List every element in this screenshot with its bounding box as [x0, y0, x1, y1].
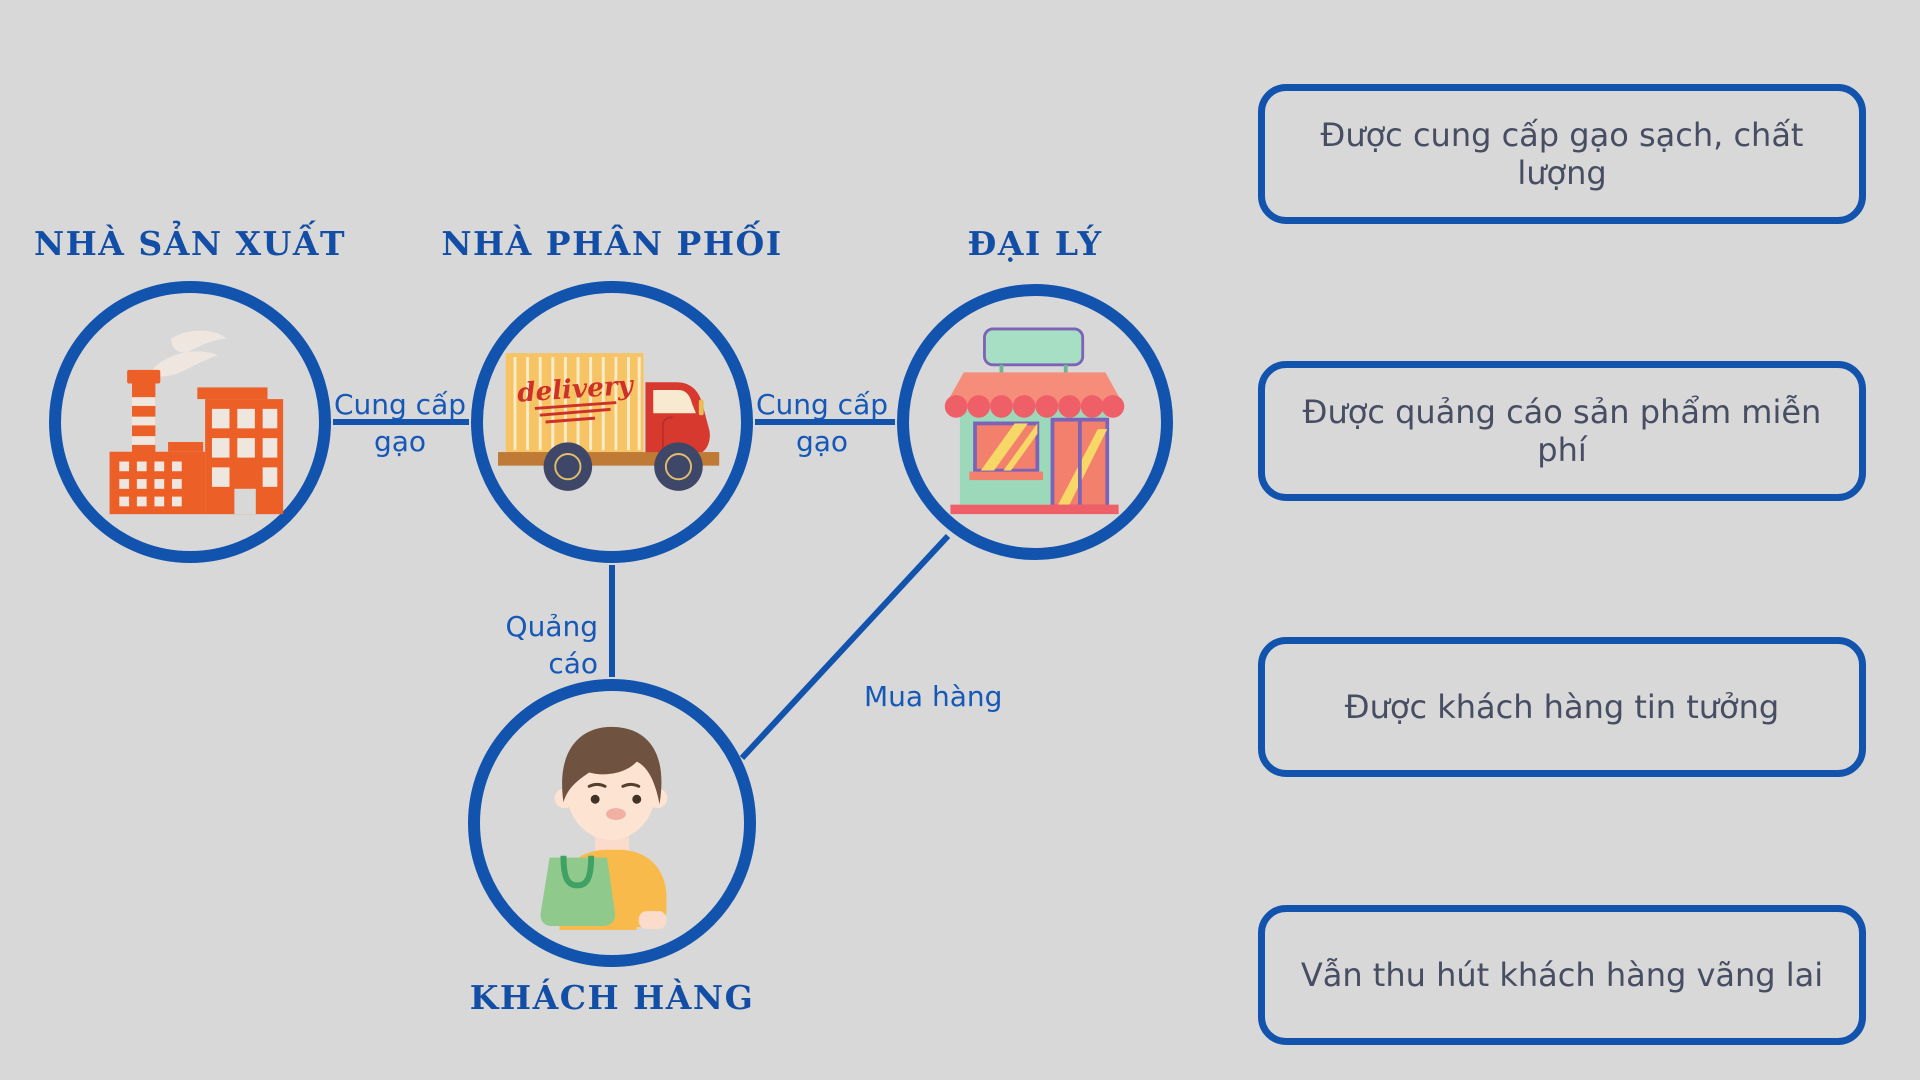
benefit-card-1: Được cung cấp gạo sạch, chất lượng	[1258, 84, 1866, 224]
benefit-card-text: Vẫn thu hút khách hàng vãng lai	[1300, 956, 1824, 994]
node-title-manufacturer: NHÀ SẢN XUẤT	[33, 224, 347, 263]
store-icon	[944, 327, 1125, 515]
edge-label-line1: Cung cấp	[755, 388, 889, 421]
customer-icon	[540, 726, 668, 930]
node-title-agent: ĐẠI LÝ	[967, 224, 1103, 263]
edge-label-line2: gạo	[795, 425, 849, 458]
benefit-card-text: Được khách hàng tin tưởng	[1344, 688, 1780, 726]
node-customer	[468, 679, 756, 967]
edge-label-line1: Cung cấp	[333, 388, 467, 421]
node-manufacturer	[49, 281, 331, 563]
benefit-card-2: Được quảng cáo sản phẩm miễn phí	[1258, 361, 1866, 501]
benefit-card-3: Được khách hàng tin tưởng	[1258, 637, 1866, 777]
edge-label-line2: gạo	[373, 425, 427, 458]
delivery-truck-icon: delivery	[498, 353, 720, 491]
node-distributor: delivery	[471, 281, 753, 563]
benefit-card-text: Được quảng cáo sản phẩm miễn phí	[1302, 393, 1822, 469]
edge-label-supply-rice-1: Cung cấp gạo	[290, 386, 510, 460]
edge-label-advertising: Quảng cáo	[505, 610, 598, 680]
node-agent	[897, 284, 1173, 560]
node-title-distributor: NHÀ PHÂN PHỐI	[441, 224, 783, 263]
connector-agent-customer	[739, 533, 951, 761]
node-title-customer: KHÁCH HÀNG	[469, 978, 755, 1017]
benefit-card-4: Vẫn thu hút khách hàng vãng lai	[1258, 905, 1866, 1045]
benefit-card-text: Được cung cấp gạo sạch, chất lượng	[1320, 116, 1804, 192]
factory-icon	[109, 330, 283, 514]
edge-label-purchase: Mua hàng	[864, 680, 1003, 713]
edge-label-supply-rice-2: Cung cấp gạo	[712, 386, 932, 460]
